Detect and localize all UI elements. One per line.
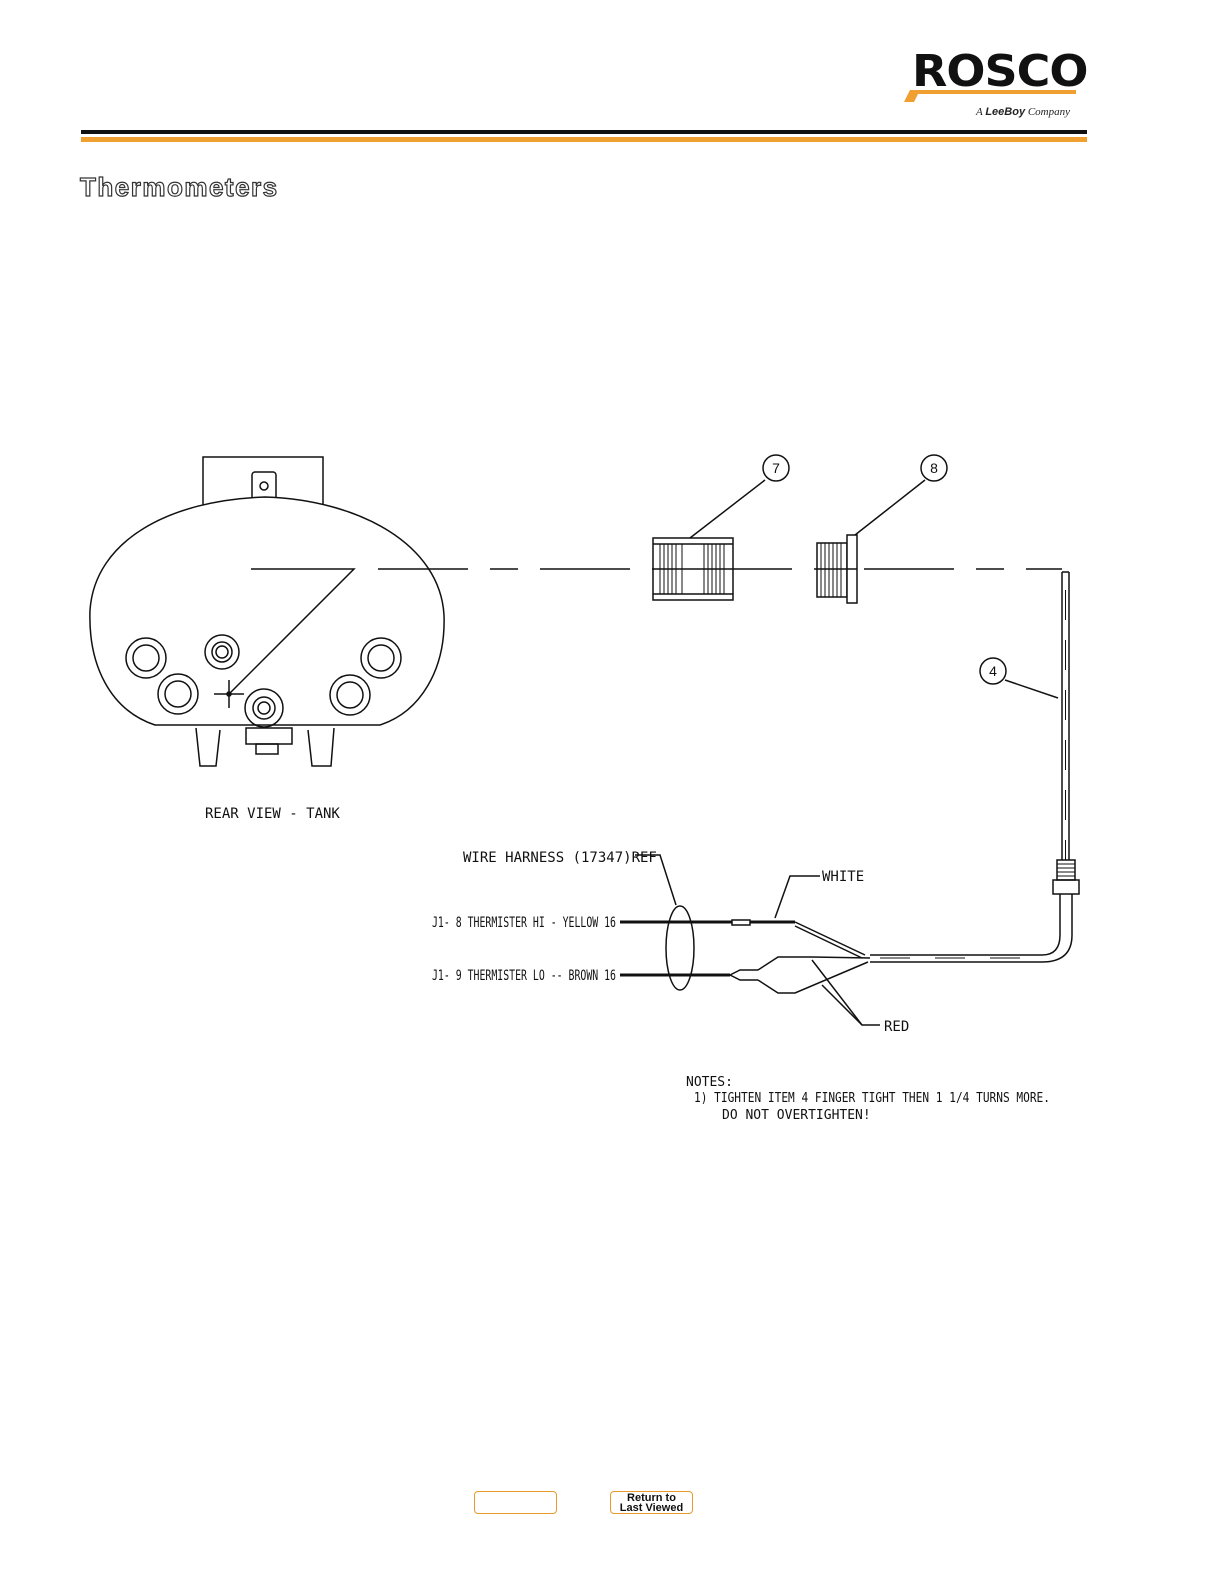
return-label-line-2: Last Viewed [620, 1503, 683, 1513]
item-4-probe [870, 572, 1079, 962]
notes-line-2: DO NOT OVERTIGHTEN! [722, 1108, 871, 1123]
item-7-coupling [653, 538, 733, 600]
harness-label: WIRE HARNESS (17347)REF [463, 850, 657, 866]
wire-lo-label: J1- 9 THERMISTER LO -- BROWN 16 [432, 968, 616, 984]
item-8-bushing [817, 535, 857, 603]
wire-hi-label: J1- 8 THERMISTER HI - YELLOW 16 [432, 915, 616, 931]
notes-line-1: 1) TIGHTEN ITEM 4 FINGER TIGHT THEN 1 1/… [694, 1091, 1050, 1106]
callout-8: 8 [930, 460, 938, 476]
wire-red-label: RED [884, 1019, 909, 1035]
callout-7: 7 [772, 460, 780, 476]
return-to-last-viewed-button[interactable]: Return to Last Viewed [610, 1491, 693, 1514]
callout-4: 4 [989, 663, 997, 679]
wire-white-label: WHITE [822, 869, 864, 885]
return-label-line-1: Return to [627, 1493, 676, 1503]
nav-blank-button[interactable] [474, 1491, 557, 1514]
tank-rear-view [90, 457, 444, 766]
notes-heading: NOTES: [686, 1075, 733, 1090]
rear-view-label: REAR VIEW - TANK [205, 806, 340, 822]
